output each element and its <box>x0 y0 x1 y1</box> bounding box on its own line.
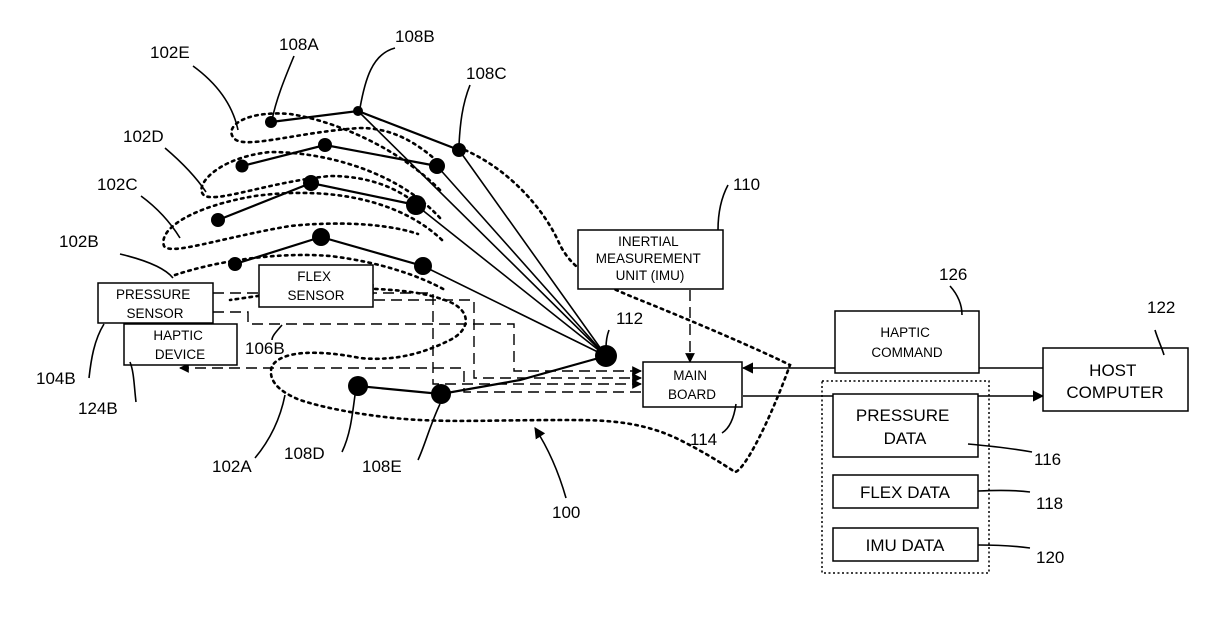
ref-102d: 102D <box>123 127 164 146</box>
joint-108c <box>452 143 466 157</box>
imu-label-2: MEASUREMENT <box>596 251 701 266</box>
svg-text:PRESSURE SENSOR: PRESSURE SENSOR <box>116 287 194 321</box>
joint <box>228 257 242 271</box>
imu-box: INERTIAL MEASUREMENT UNIT (IMU) <box>577 229 724 290</box>
ref-108c: 108C <box>466 64 507 83</box>
palm-outline <box>228 148 792 474</box>
joint-112 <box>595 345 617 367</box>
joint-108e <box>431 384 451 404</box>
fan-line <box>458 149 607 357</box>
wire-pressure-b <box>213 311 642 376</box>
haptic-command-label-1: HAPTIC <box>880 325 930 340</box>
ref-102e: 102E <box>150 43 190 62</box>
ref-116: 116 <box>1034 450 1061 469</box>
ref-122: 122 <box>1147 298 1175 317</box>
finger-102c-outline <box>162 191 444 251</box>
ref-110: 110 <box>733 175 760 194</box>
skeleton-102c <box>217 181 417 222</box>
ref-108b: 108B <box>395 27 435 46</box>
haptic-device-box: HAPTIC DEVICE <box>123 323 238 366</box>
joint-108b <box>353 106 363 116</box>
skeleton-102a <box>357 354 607 396</box>
wire-haptic <box>179 363 641 393</box>
fan-line <box>422 265 607 357</box>
flex-sensor-box: FLEX SENSOR <box>258 264 374 308</box>
main-board-label-1: MAIN <box>673 368 707 383</box>
joint-108a <box>265 116 277 128</box>
ref-100: 100 <box>552 503 580 522</box>
joint <box>414 257 432 275</box>
ref-126: 126 <box>939 265 967 284</box>
ref-120: 120 <box>1036 548 1064 567</box>
flex-data-box: FLEX DATA <box>832 474 979 509</box>
joint <box>429 158 445 174</box>
hand-outline <box>162 112 792 474</box>
pressure-data-label-1: PRESSURE <box>856 406 950 425</box>
imu-label-3: UNIT (IMU) <box>616 268 685 283</box>
pressure-sensor-label-1: PRESSURE <box>116 287 190 302</box>
flex-data-label: FLEX DATA <box>860 483 951 502</box>
ref-118: 118 <box>1036 494 1063 513</box>
pressure-sensor-label-2: SENSOR <box>126 306 183 321</box>
joint-108d <box>348 376 368 396</box>
svg-text:FLEX SENSOR: FLEX SENSOR <box>287 269 344 303</box>
svg-text:MAIN BOARD: MAIN BOARD <box>668 368 716 402</box>
host-computer-label-2: COMPUTER <box>1066 383 1163 402</box>
haptic-device-label-2: DEVICE <box>155 347 205 362</box>
imu-label-1: INERTIAL <box>618 234 679 249</box>
imu-data-box: IMU DATA <box>832 527 979 562</box>
host-computer-box: HOST COMPUTER <box>1042 347 1189 412</box>
ref-124b: 124B <box>78 399 118 418</box>
svg-text:HOST COMPUTER: HOST COMPUTER <box>1066 361 1163 402</box>
svg-text:HAPTIC COMMAND: HAPTIC COMMAND <box>871 325 942 360</box>
fan-line <box>436 165 607 357</box>
joints <box>211 106 617 404</box>
ref-102b: 102B <box>59 232 99 251</box>
ref-114: 114 <box>690 430 717 449</box>
data-packet-group: PRESSURE DATA FLEX DATA IMU DATA <box>821 380 990 574</box>
ref-108d: 108D <box>284 444 325 463</box>
signal-wiring <box>179 284 695 393</box>
leader-lines <box>88 47 1165 549</box>
haptic-command-box: HAPTIC COMMAND <box>834 310 980 374</box>
fan-line <box>415 204 607 357</box>
svg-text:PRESSURE DATA: PRESSURE DATA <box>856 406 954 448</box>
finger-102b-outline <box>173 253 447 292</box>
ref-108a: 108A <box>279 35 319 54</box>
reference-numerals: 102E 108A 108B 108C 102D 102C 102B 104B … <box>36 27 1175 567</box>
ref-104b: 104B <box>36 369 76 388</box>
fan-line <box>357 110 607 357</box>
flex-sensor-label-1: FLEX <box>297 269 331 284</box>
ref-108e: 108E <box>362 457 402 476</box>
pressure-data-box: PRESSURE DATA <box>832 393 979 458</box>
pressure-sensor-box: PRESSURE SENSOR <box>97 282 214 324</box>
finger-102d-outline <box>200 150 442 220</box>
ref-112: 112 <box>616 309 643 328</box>
haptic-device-label-1: HAPTIC <box>153 328 203 343</box>
haptic-command-label-2: COMMAND <box>871 345 942 360</box>
main-board-label-2: BOARD <box>668 387 716 402</box>
ref-102a: 102A <box>212 457 252 476</box>
joint <box>312 228 330 246</box>
joint <box>211 213 225 227</box>
joint <box>406 195 426 215</box>
ref-106b: 106B <box>245 339 285 358</box>
flex-sensor-label-2: SENSOR <box>287 288 344 303</box>
finger-102e-outline <box>230 112 447 192</box>
joint <box>318 138 332 152</box>
host-computer-label-1: HOST <box>1089 361 1136 380</box>
svg-text:HAPTIC DEVICE: HAPTIC DEVICE <box>153 328 206 362</box>
main-board-box: MAIN BOARD <box>642 361 743 408</box>
pressure-data-label-2: DATA <box>884 429 927 448</box>
ref-102c: 102C <box>97 175 138 194</box>
joint <box>303 175 319 191</box>
skeleton-102b <box>234 235 424 268</box>
joint <box>235 159 249 173</box>
imu-data-label: IMU DATA <box>866 536 945 555</box>
svg-text:INERTIAL MEASUREMENT: INERTIAL MEASUREMENT UNIT (IMU) <box>596 234 705 283</box>
